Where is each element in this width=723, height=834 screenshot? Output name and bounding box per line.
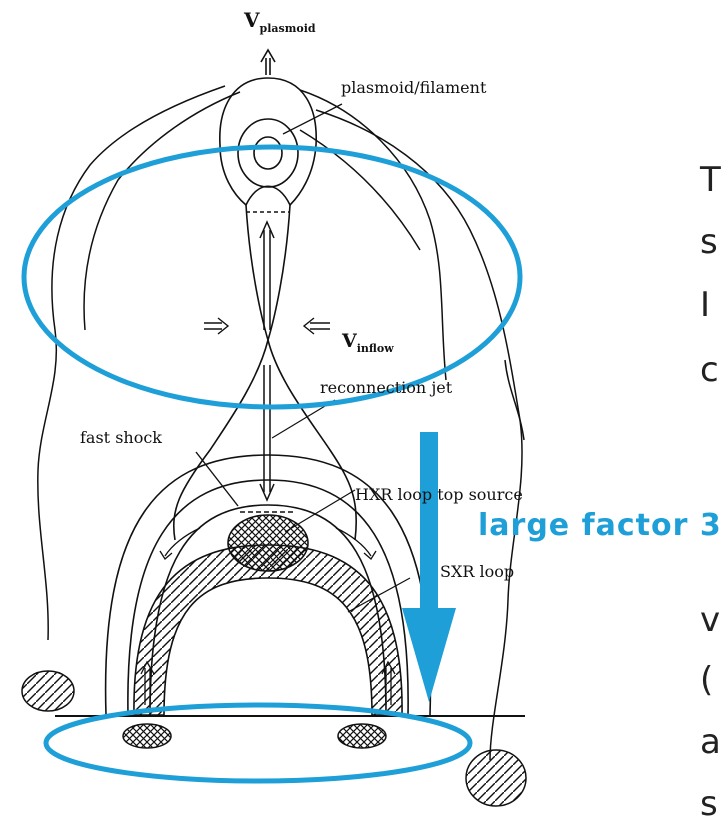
fast-shock-label: fast shock [80,428,162,447]
v-inflow-label: Vinflow [342,330,394,355]
footpoint-source-right [338,724,386,748]
left-remote-blob [22,671,74,711]
edge-letter-8: s [700,784,718,824]
footpoint-arrows [141,662,395,705]
large-factor-annotation: large factor 3 [478,508,722,543]
hxr-label: HXR loop top source [355,485,523,504]
plasmoid [220,78,316,205]
edge-letter-3: I [700,285,710,325]
sxr-loop-label: SXR loop [440,562,514,581]
hxr-loop-top-source [228,515,308,571]
plasmoid-filament-label: plasmoid/filament [341,78,486,97]
edge-letter-4: c [700,350,719,390]
upward-jet-arrow [260,222,274,330]
footpoint-source-left [123,724,171,748]
current-sheet [174,205,357,540]
v-plasmoid-label: Vplasmoid [244,8,316,35]
inflow-arrows [204,318,330,334]
edge-letter-5: v [700,600,720,640]
edge-letter-1: T [700,160,721,200]
hxr-pointer [285,490,355,532]
reconnection-jet-label: reconnection jet [320,378,452,397]
plasmoid-velocity-arrow [261,50,275,75]
plasmoid-pointer [283,104,342,134]
edge-letter-6: ( [700,660,713,700]
right-remote-blob [466,750,526,806]
edge-letter-2: s [700,222,718,262]
edge-letter-7: a [700,722,721,762]
